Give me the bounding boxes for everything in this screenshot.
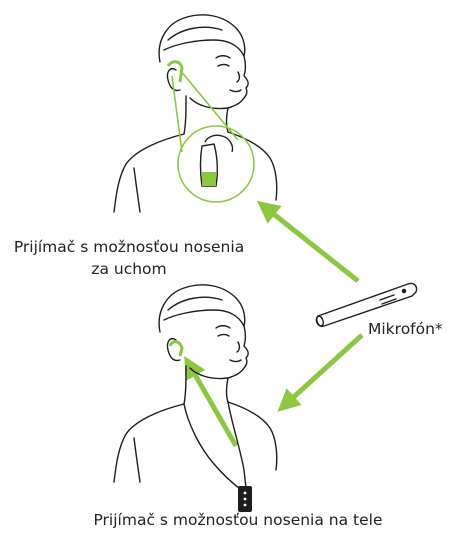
bte-receiver-zoom-icon <box>201 135 233 186</box>
arrow-to-behind-ear-receiver <box>266 208 358 281</box>
label-behind-ear-line1: Prijímač s možnosťou nosenia <box>0 236 258 258</box>
label-microphone: Mikrofón* <box>368 318 476 340</box>
label-behind-ear-line2: za uchom <box>0 258 258 280</box>
person-top-figure <box>114 15 277 212</box>
in-ear-receiver-bottom <box>170 342 182 356</box>
person-bottom-figure <box>114 285 277 492</box>
label-behind-ear-receiver: Prijímač s možnosťou nosenia za uchom <box>0 236 258 280</box>
label-body-worn-receiver: Prijímač s možnosťou nosenia na tele <box>0 509 476 531</box>
arrow-to-body-receiver <box>286 335 362 404</box>
